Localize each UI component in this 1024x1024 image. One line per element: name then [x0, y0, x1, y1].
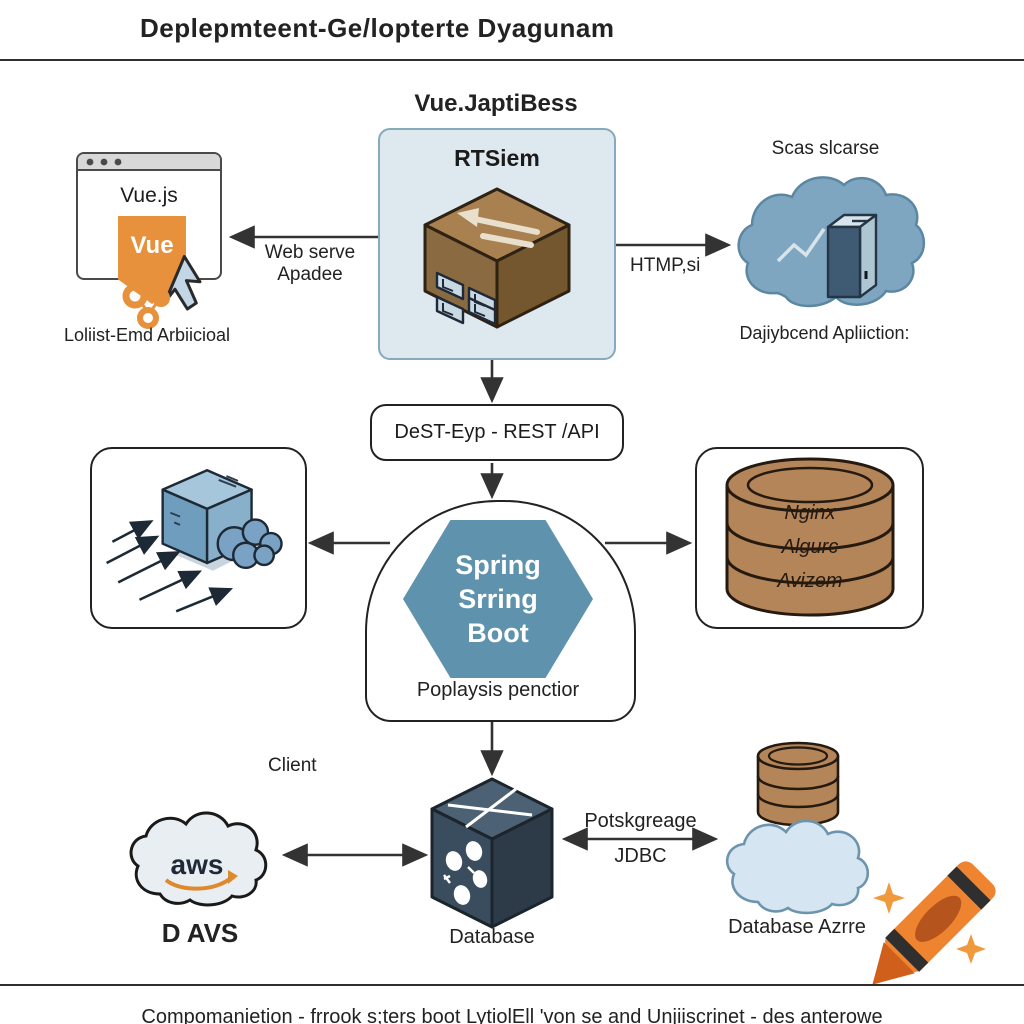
browser-titlebar: [78, 154, 220, 171]
aws-caption: D AVS: [161, 918, 239, 948]
bottom-divider: [0, 984, 1024, 986]
db-stack-label-3: Avizem: [776, 570, 842, 592]
cloud-caption: Dajiybcend Apliiction:: [739, 323, 910, 343]
database-cylinder-icon: Nginx Algurc Avizem: [725, 457, 894, 617]
jdbc-label-line1: Potskgreage: [584, 810, 697, 832]
top-divider: [0, 59, 1024, 61]
spring-label-line1: Spring: [455, 550, 541, 580]
build-box: [90, 447, 307, 629]
rest-api-label: DeST-Eyp - REST /API: [394, 421, 600, 443]
stack-heading: Vue.JaptiBess: [414, 90, 578, 117]
spring-caption: Poplaysis penctior: [416, 679, 580, 701]
database-cube-icon: [430, 777, 554, 929]
traffic-dots-icon: [86, 158, 122, 166]
aws-logo-text: aws: [171, 849, 224, 880]
web-server-label-line2: Apadee: [277, 264, 343, 285]
db-stack-box: Nginx Algurc Avizem: [695, 447, 924, 629]
zigzag-icon: [776, 228, 826, 263]
cloud-heading: Scas slcarse: [771, 138, 880, 159]
server-tower-icon: [826, 213, 878, 299]
jdbc-label-line2: JDBC: [614, 845, 667, 867]
web-server-label-line1: Web serve: [264, 242, 356, 263]
db-cylinder-small-icon: [756, 741, 840, 827]
crayon-icon: [872, 861, 996, 985]
rest-api-box: DeST-Eyp - REST /API: [370, 404, 624, 461]
client-label: Client: [268, 755, 317, 776]
aws-cloud-icon: aws: [129, 811, 268, 907]
db-stack-label-1: Nginx: [784, 502, 836, 524]
server-card: RTSiem: [378, 128, 616, 360]
page-title: Deplepmteent-Ge/lopterte Dyagunam: [140, 13, 615, 43]
cloud-server-icon: [737, 176, 925, 308]
sparkle-icon: [956, 934, 986, 964]
vue-shield-label: Vue: [130, 232, 174, 259]
sparkle-icon: [873, 882, 905, 914]
sparkle-dots-icon: [122, 283, 170, 329]
browser-window: Vue.js: [76, 152, 222, 280]
frontend-caption: Loliist-Emd Arbiicioal: [63, 325, 231, 345]
azure-cloud-icon: [725, 819, 870, 915]
footer-caption: Compomanietion - frrook s;ters boot Lyti…: [141, 1006, 883, 1024]
speed-cube-icon: [106, 469, 283, 613]
package-box-icon: [423, 187, 571, 329]
spring-label-line2: Srring: [458, 584, 538, 614]
azure-caption: Database Azrre: [728, 916, 866, 938]
database-caption: Database: [449, 926, 535, 948]
browser-title: Vue.js: [120, 184, 178, 207]
server-card-title: RTSiem: [454, 145, 540, 171]
http-label: HTMP,si: [630, 255, 701, 276]
spring-label-line3: Boot: [467, 618, 529, 648]
db-stack-label-2: Algurc: [780, 536, 838, 558]
